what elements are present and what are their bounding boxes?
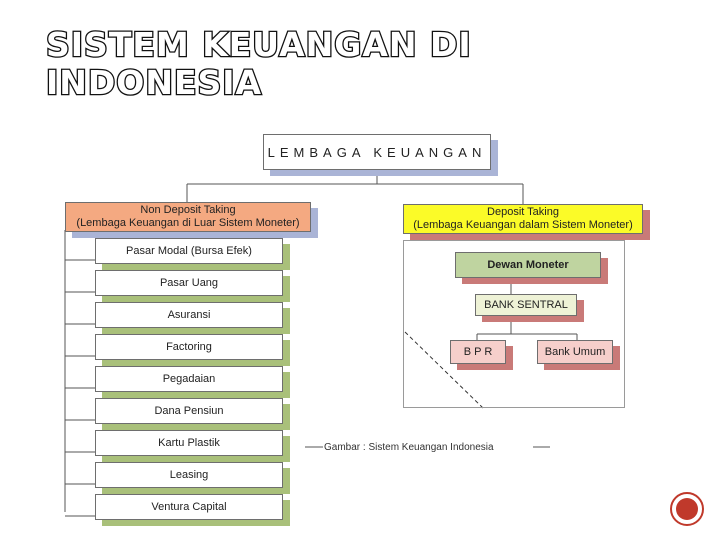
non-deposit-item: Pegadaian (95, 366, 283, 392)
non-deposit-item: Ventura Capital (95, 494, 283, 520)
non-deposit-item: Asuransi (95, 302, 283, 328)
non-deposit-item: Kartu Plastik (95, 430, 283, 456)
bank-sentral-box: BANK SENTRAL (475, 294, 577, 316)
deposit-title: Deposit Taking (487, 206, 559, 218)
non-deposit-header: Non Deposit Taking (Lembaga Keuangan di … (65, 202, 311, 232)
financial-system-diagram: LEMBAGA KEUANGAN Non Deposit Taking (Lem… (37, 126, 682, 540)
title-line-1: SISTEM KEUANGAN DI (45, 24, 472, 65)
diagram-caption: Gambar : Sistem Keuangan Indonesia (324, 442, 494, 453)
connector-lines (64, 170, 578, 517)
non-deposit-item: Leasing (95, 462, 283, 488)
circle-next-icon[interactable] (670, 492, 704, 526)
deposit-taking-frame (403, 240, 625, 408)
non-deposit-title: Non Deposit Taking (140, 204, 236, 216)
slide-title: SISTEM KEUANGAN DI INDONESIA (45, 24, 686, 103)
non-deposit-item: Factoring (95, 334, 283, 360)
root-box: LEMBAGA KEUANGAN (263, 134, 491, 170)
non-deposit-subtitle: (Lembaga Keuangan di Luar Sistem Moneter… (76, 217, 300, 229)
non-deposit-item: Pasar Uang (95, 270, 283, 296)
dewan-moneter-box: Dewan Moneter (455, 252, 601, 278)
non-deposit-item: Pasar Modal (Bursa Efek) (95, 238, 283, 264)
deposit-subtitle: (Lembaga Keuangan dalam Sistem Moneter) (413, 219, 633, 231)
title-line-2: INDONESIA (45, 62, 263, 103)
deposit-header: Deposit Taking (Lembaga Keuangan dalam S… (403, 204, 643, 234)
bpr-box: B P R (450, 340, 506, 364)
non-deposit-item: Dana Pensiun (95, 398, 283, 424)
bank-umum-box: Bank Umum (537, 340, 613, 364)
